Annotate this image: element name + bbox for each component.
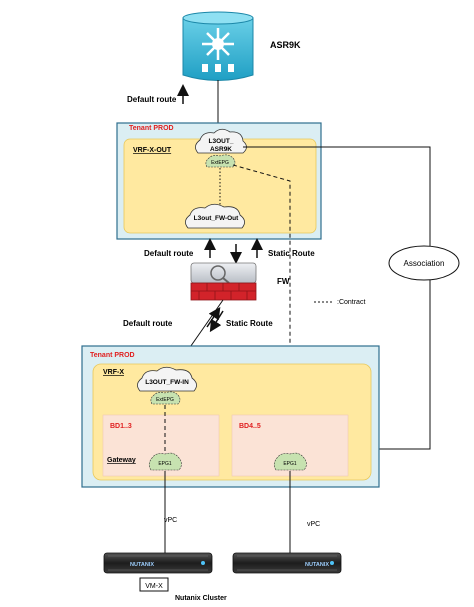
asr9k-router-icon [182,11,254,81]
nutanix-server-left-icon [103,552,213,574]
nutanix-brand-left: NUTANIX [130,562,154,568]
nutanix-server-right-icon [232,552,342,574]
l3out-fw-in-cloud-icon [137,366,197,392]
firewall-icon [190,262,257,301]
ext-epg-top-label: ExtEPG [211,160,229,166]
vpc-left-label: vPC [164,517,177,524]
l3out-fw-out-label: L3out_FW-Out [194,215,239,222]
gateway-label: Gateway [107,457,136,464]
l3out-asr9k-cloud-icon [195,128,247,154]
ext-epg-top-icon [205,154,236,168]
nutanix-brand-right: NUTANIX [305,562,329,568]
tenant-prod-bottom-title: Tenant PROD [90,352,135,359]
association-oval [388,245,460,281]
epg-left-label: EPG1 [158,461,172,467]
static-route-label-low: Static Route [226,319,273,328]
static-route-arrow-low-icon [209,310,224,333]
ext-epg-bottom-icon [150,391,181,405]
l3out-fw-in-label: L3OUT_FW-IN [145,379,189,386]
vrf-x-label: VRF-X [103,369,124,376]
tenant-prod-top-title: Tenant PROD [129,125,174,132]
fw-label: FW [277,277,290,286]
vpc-right-label: vPC [307,521,320,528]
router-label: ASR9K [270,40,301,50]
epg-left-icon [148,452,182,471]
l3out-fw-out-cloud-icon [185,203,245,229]
vrf-x-out-label: VRF-X-OUT [133,147,172,154]
default-route-label-low: Default route [123,319,173,328]
default-route-label-mid: Default route [144,249,194,258]
contract-legend-label: :Contract [337,299,365,306]
vm-x-box [139,577,169,592]
association-line [243,146,431,450]
l3out-asr9k-line2: ASR9K [210,146,232,153]
l3out-asr9k-line1: L3OUT_ [209,138,234,145]
default-route-arrow-low-icon [206,307,221,328]
bd-right-label: BD4..5 [239,423,261,430]
static-route-label-mid: Static Route [268,249,315,258]
nutanix-cluster-label: Nutanix Cluster [175,595,227,602]
bd-left-label: BD1..3 [110,423,132,430]
epg-right-icon [273,452,307,471]
ext-epg-bottom-label: ExtEPG [156,397,174,403]
default-route-label-top: Default route [127,95,177,104]
vm-x-label: VM-X [145,583,163,590]
association-label: Association [404,259,445,268]
epg-right-label: EPG1 [283,461,297,467]
